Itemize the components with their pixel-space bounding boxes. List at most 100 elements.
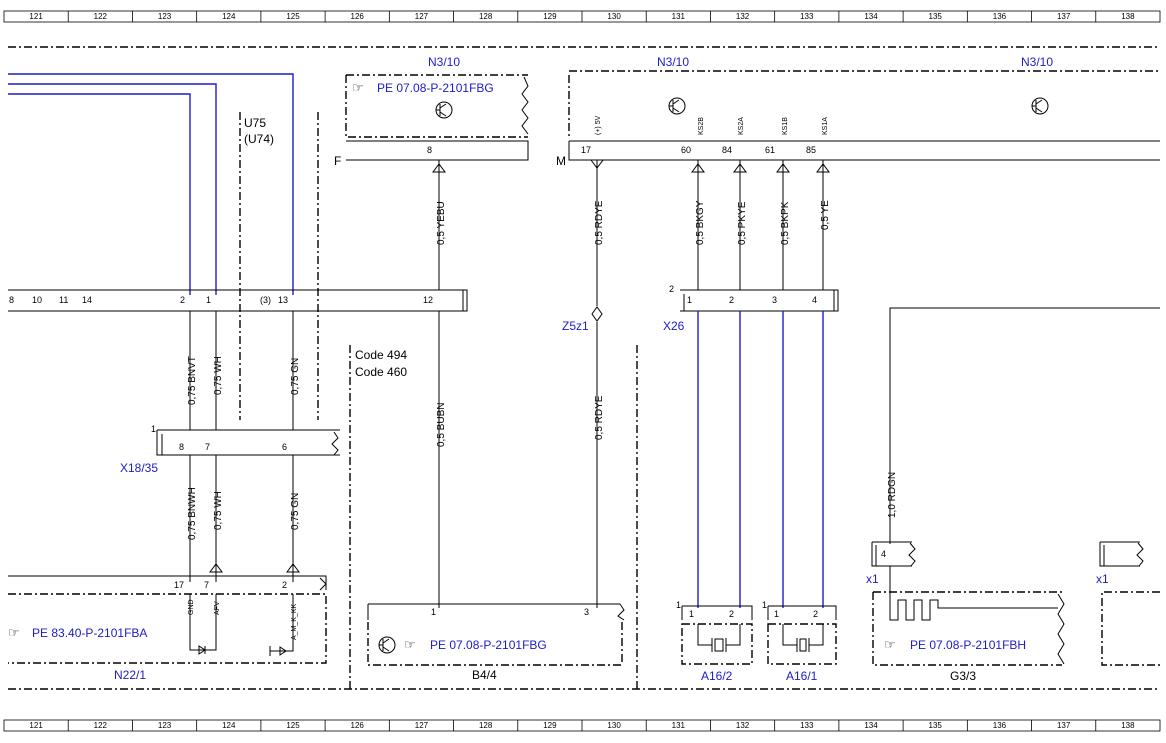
signal-label: (+) 5V bbox=[595, 115, 602, 135]
pin-label: 3 bbox=[584, 607, 589, 617]
ruler-cell-label: 123 bbox=[158, 12, 172, 21]
u74-label: (U74) bbox=[244, 132, 274, 146]
ruler-cell-label: 131 bbox=[672, 721, 686, 730]
ruler-cell-label: 122 bbox=[94, 12, 108, 21]
ruler-cell-label: 126 bbox=[351, 721, 365, 730]
pin-label: 61 bbox=[765, 145, 775, 155]
n22-1-box: 17 7 2 GND AFV A_M_K_KK ☞ PE 83.40-P-210… bbox=[8, 575, 327, 682]
n22-1-label: N22/1 bbox=[114, 668, 146, 682]
n3-10-right-label: N3/10 bbox=[1021, 55, 1053, 69]
x18-35-connector: 1 8 7 6 X18/35 bbox=[120, 424, 340, 475]
x1-connector-left: 4 x1 bbox=[866, 541, 916, 586]
ruler-cell-label: 122 bbox=[94, 721, 108, 730]
transistor-icon-2 bbox=[668, 97, 686, 115]
ruler-cell-label: 137 bbox=[1057, 12, 1071, 21]
pin-label: (3) bbox=[260, 295, 271, 305]
arrow-icon bbox=[209, 563, 300, 573]
ruler-cell-label: 132 bbox=[736, 721, 750, 730]
wire-label: 0,75 GN bbox=[290, 358, 301, 395]
x18-35-label: X18/35 bbox=[120, 461, 158, 475]
ruler-cell-label: 133 bbox=[800, 12, 814, 21]
connector-letter-m: M bbox=[556, 154, 566, 168]
ruler-cell-label: 134 bbox=[864, 12, 878, 21]
ruler-cell-label: 123 bbox=[158, 721, 172, 730]
pin-label: 7 bbox=[204, 580, 209, 590]
ruler-cell-label: 124 bbox=[222, 12, 236, 21]
signal-label: A_M_K_KK bbox=[291, 603, 298, 640]
signal-label: AFV bbox=[214, 601, 221, 615]
pin-label: 1 bbox=[151, 424, 156, 434]
ruler-cell-label: 134 bbox=[864, 721, 878, 730]
ruler-cell-label: 125 bbox=[286, 721, 300, 730]
wire-rdgn bbox=[889, 307, 1160, 544]
n3-10-left-box: N3/10 ☞ PE 07.08-P-2101FBG F 8 bbox=[334, 55, 529, 168]
ruler-cell-label: 127 bbox=[415, 721, 429, 730]
blue-bus-wires bbox=[8, 73, 294, 295]
ruler-cell-label: 136 bbox=[993, 721, 1007, 730]
ruler-cell-label: 129 bbox=[543, 12, 557, 21]
ref-link-fbg-b44[interactable]: PE 07.08-P-2101FBG bbox=[430, 638, 547, 652]
wires-lower-left bbox=[189, 455, 294, 582]
pin-label: 8 bbox=[179, 442, 184, 452]
pin-label: 3 bbox=[772, 295, 777, 305]
wire-label: 1,0 RDGN bbox=[887, 472, 898, 518]
pin-label: 14 bbox=[82, 295, 92, 305]
ref-link-fbg-top[interactable]: PE 07.08-P-2101FBG bbox=[377, 81, 494, 95]
ruler-cell-label: 130 bbox=[607, 721, 621, 730]
ruler-cell-label: 126 bbox=[351, 12, 365, 21]
pin-label: 1 bbox=[431, 607, 436, 617]
ruler-cell-label: 136 bbox=[993, 12, 1007, 21]
signal-label: KS2A bbox=[738, 117, 745, 135]
ref-link-fbh[interactable]: PE 07.08-P-2101FBH bbox=[910, 638, 1026, 652]
wire-label: 0,5 YE bbox=[820, 200, 831, 230]
code-494-label: Code 494 bbox=[355, 348, 407, 362]
ruler-cell-label: 128 bbox=[479, 721, 493, 730]
x1-connector-right: x1 bbox=[1096, 541, 1144, 586]
u75-label: U75 bbox=[244, 116, 266, 130]
arrow-icon bbox=[432, 163, 446, 173]
wire-label: 0,75 WH bbox=[213, 491, 224, 530]
pointing-hand-icon: ☞ bbox=[404, 637, 416, 652]
signal-label: KS2B bbox=[698, 117, 705, 135]
pin-label: 85 bbox=[806, 145, 816, 155]
pin-label: 1 bbox=[774, 609, 779, 619]
wire-label: 0,5 RDYE bbox=[594, 200, 605, 245]
ruler-cell-label: 135 bbox=[929, 721, 943, 730]
pin-label: 17 bbox=[174, 580, 184, 590]
ruler-cell-label: 121 bbox=[29, 12, 43, 21]
wire-label: 0,75 GN bbox=[290, 493, 301, 530]
wire-label: 0,5 YEBU bbox=[436, 201, 447, 245]
a16-1-label: A16/1 bbox=[786, 669, 818, 683]
pin-label: 6 bbox=[282, 442, 287, 452]
ruler-cell-label: 131 bbox=[672, 12, 686, 21]
ruler-cell-label: 133 bbox=[800, 721, 814, 730]
pin-label: 1 bbox=[762, 600, 767, 610]
wire-label: 0,5 BUBN bbox=[436, 403, 447, 447]
transistor-icon-4 bbox=[378, 636, 396, 654]
ruler-cell-label: 135 bbox=[929, 12, 943, 21]
n3-10-left-label: N3/10 bbox=[428, 55, 460, 69]
pin-label: 12 bbox=[423, 295, 433, 305]
pointing-hand-icon: ☞ bbox=[352, 80, 364, 95]
ruler-cell-label: 128 bbox=[479, 12, 493, 21]
pin-label: 2 bbox=[813, 609, 818, 619]
pin-label: 2 bbox=[180, 295, 185, 305]
wire-label: 0,5 BKPK bbox=[780, 201, 791, 245]
pin-label: 1 bbox=[206, 295, 211, 305]
wire-label: 0,75 WH bbox=[213, 356, 224, 395]
wire-label: 0,75 BNWH bbox=[187, 487, 198, 540]
ruler-cell-label: 130 bbox=[607, 12, 621, 21]
code-460-label: Code 460 bbox=[355, 365, 407, 379]
ref-link-fba[interactable]: PE 83.40-P-2101FBA bbox=[32, 626, 147, 640]
wires-u75 bbox=[189, 311, 294, 430]
signal-label: KS1A bbox=[822, 117, 829, 135]
ruler-cell-label: 127 bbox=[415, 12, 429, 21]
pin-label: 1 bbox=[676, 600, 681, 610]
pin-label: 4 bbox=[881, 549, 886, 559]
b4-4-label: B4/4 bbox=[472, 668, 497, 682]
a16-2-box: 1 1 2 A16/2 bbox=[676, 600, 753, 683]
pin-label: 8 bbox=[9, 295, 14, 305]
